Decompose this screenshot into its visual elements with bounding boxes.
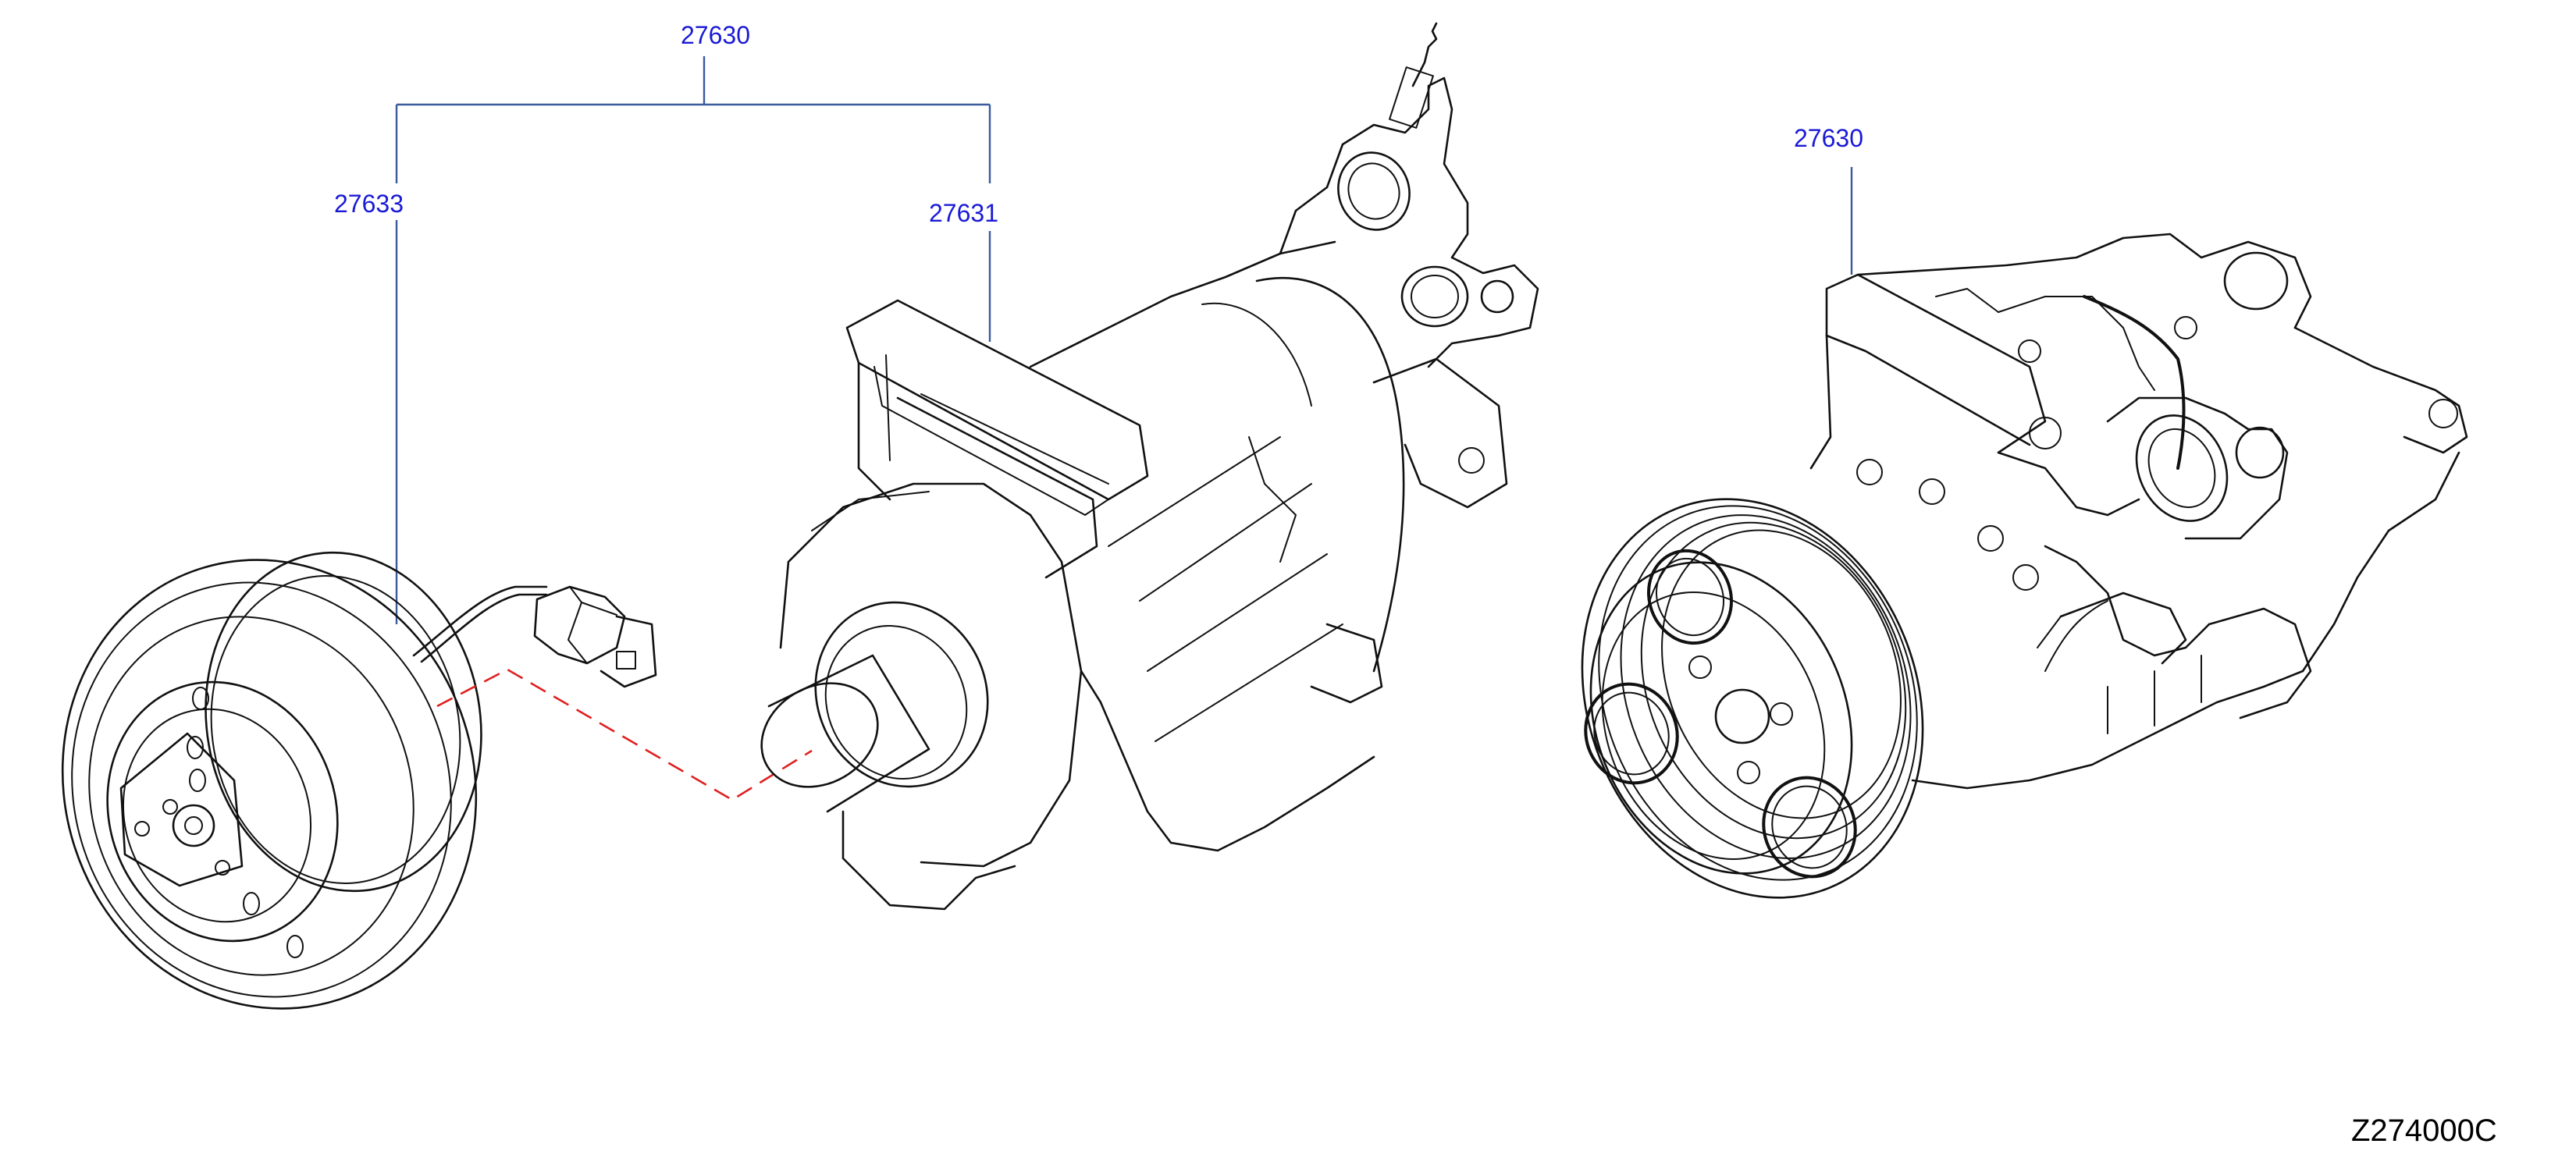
- callout-27630-right[interactable]: 27630: [1794, 124, 1863, 152]
- assembly-link-line: [436, 668, 813, 801]
- compressor-drawing: [760, 22, 1539, 911]
- callout-27631[interactable]: 27631: [929, 199, 998, 227]
- left-callout-group: 27630 27633 27631: [334, 21, 998, 624]
- assembled-compressor-drawing: [1581, 233, 2468, 899]
- drawing-code: Z274000C: [2351, 1114, 2497, 1148]
- callout-27633[interactable]: 27633: [334, 190, 404, 218]
- callout-27630-left[interactable]: 27630: [681, 21, 750, 49]
- right-callout-group: 27630: [1794, 124, 1863, 275]
- clutch-pulley-drawing: [61, 551, 657, 1010]
